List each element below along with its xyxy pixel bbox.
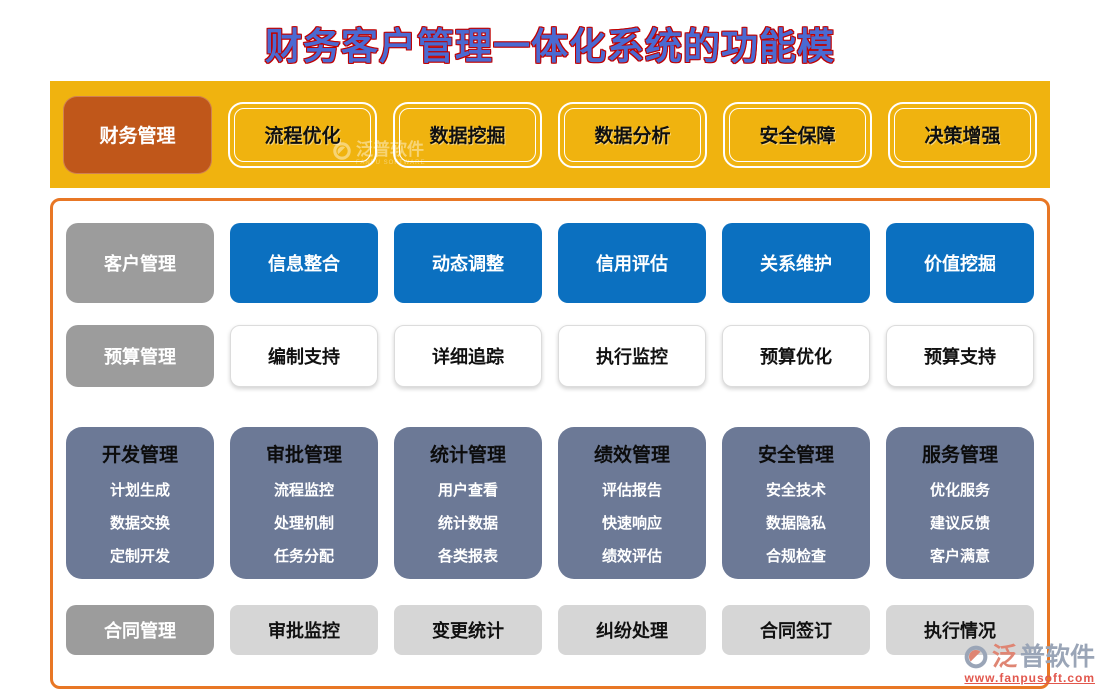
button-budget-optimization[interactable]: 预算优化 (722, 325, 870, 387)
card-development-management: 开发管理 计划生成 数据交换 定制开发 (66, 427, 214, 579)
banner-button-process-optimization[interactable]: 流程优化 (228, 101, 377, 168)
card-item: 绩效评估 (601, 548, 662, 565)
card-item: 建议反馈 (929, 515, 990, 532)
card-statistics-management: 统计管理 用户查看 统计数据 各类报表 (394, 427, 542, 579)
logo-website-link[interactable]: www.fanpusoft.com (964, 671, 1095, 685)
button-change-statistics[interactable]: 变更统计 (394, 605, 542, 655)
banner-button-data-mining[interactable]: 数据挖掘 (393, 101, 542, 168)
button-contract-signing[interactable]: 合同签订 (722, 605, 870, 655)
button-dynamic-adjustment[interactable]: 动态调整 (394, 223, 542, 303)
card-item: 数据隐私 (765, 515, 826, 532)
card-item: 优化服务 (929, 482, 990, 499)
button-credit-evaluation[interactable]: 信用评估 (558, 223, 706, 303)
card-service-management: 服务管理 优化服务 建议反馈 客户满意 (886, 427, 1034, 579)
module-cards-row: 开发管理 计划生成 数据交换 定制开发 审批管理 流程监控 处理机制 任务分配 … (66, 427, 1034, 579)
customer-management-row: 客户管理 信息整合 动态调整 信用评估 关系维护 价值挖掘 (66, 223, 1034, 303)
card-item: 客户满意 (929, 548, 990, 565)
banner-button-data-analysis[interactable]: 数据分析 (558, 101, 707, 168)
card-performance-management: 绩效管理 评估报告 快速响应 绩效评估 (558, 427, 706, 579)
page-title: 财务客户管理一体化系统的功能模 (265, 26, 835, 67)
row-label-customer-management[interactable]: 客户管理 (66, 223, 214, 303)
card-title: 统计管理 (429, 445, 506, 466)
fanpu-logo-icon (964, 645, 988, 669)
card-item: 评估报告 (601, 482, 662, 499)
card-item: 安全技术 (765, 482, 826, 499)
button-detailed-tracking[interactable]: 详细追踪 (394, 325, 542, 387)
fanpu-logo: 泛 普软件 www.fanpusoft.com (963, 644, 1095, 684)
banner-button-security-guarantee[interactable]: 安全保障 (723, 101, 872, 168)
card-item: 统计数据 (437, 515, 498, 532)
card-item: 定制开发 (109, 548, 170, 565)
button-value-mining[interactable]: 价值挖掘 (886, 223, 1034, 303)
banner-button-label: 数据挖掘 (399, 107, 536, 162)
card-item: 任务分配 (273, 548, 334, 565)
row-label-contract-management[interactable]: 合同管理 (66, 605, 214, 655)
card-item: 用户查看 (437, 482, 498, 499)
card-title: 审批管理 (265, 445, 342, 466)
card-title: 绩效管理 (593, 445, 670, 466)
button-compilation-support[interactable]: 编制支持 (230, 325, 378, 387)
card-item: 处理机制 (273, 515, 334, 532)
contract-management-row: 合同管理 审批监控 变更统计 纠纷处理 合同签订 执行情况 (66, 605, 1034, 655)
banner-primary-button[interactable]: 财务管理 (63, 95, 212, 174)
banner-button-label: 数据分析 (564, 107, 701, 162)
card-title: 服务管理 (921, 445, 998, 466)
button-dispute-handling[interactable]: 纠纷处理 (558, 605, 706, 655)
card-item: 合规检查 (765, 548, 826, 565)
card-item: 计划生成 (109, 482, 170, 499)
card-item: 快速响应 (601, 515, 662, 532)
card-approval-management: 审批管理 流程监控 处理机制 任务分配 (230, 427, 378, 579)
button-approval-monitoring[interactable]: 审批监控 (230, 605, 378, 655)
card-title: 开发管理 (101, 445, 178, 466)
card-title: 安全管理 (757, 445, 834, 466)
main-panel: 客户管理 信息整合 动态调整 信用评估 关系维护 价值挖掘 预算管理 编制支持 … (50, 198, 1050, 689)
card-item: 各类报表 (437, 548, 498, 565)
logo-name-first: 泛 (991, 642, 1017, 671)
banner-button-label: 安全保障 (729, 107, 866, 162)
row-label-budget-management[interactable]: 预算管理 (66, 325, 214, 387)
button-execution-status[interactable]: 执行情况 (886, 605, 1034, 655)
banner-button-label: 决策增强 (894, 107, 1031, 162)
button-relationship-maintenance[interactable]: 关系维护 (722, 223, 870, 303)
button-info-integration[interactable]: 信息整合 (230, 223, 378, 303)
card-item: 数据交换 (109, 515, 170, 532)
top-banner: 财务管理 流程优化 数据挖掘 数据分析 安全保障 决策增强 泛普软件 FANPU… (50, 81, 1050, 188)
button-budget-support[interactable]: 预算支持 (886, 325, 1034, 387)
banner-button-decision-enhancement[interactable]: 决策增强 (888, 101, 1037, 168)
card-item: 流程监控 (273, 482, 334, 499)
logo-name-rest: 普软件 (1019, 642, 1095, 671)
budget-management-row: 预算管理 编制支持 详细追踪 执行监控 预算优化 预算支持 (66, 325, 1034, 387)
banner-button-label: 流程优化 (234, 107, 371, 162)
button-execution-monitoring[interactable]: 执行监控 (558, 325, 706, 387)
card-security-management: 安全管理 安全技术 数据隐私 合规检查 (722, 427, 870, 579)
